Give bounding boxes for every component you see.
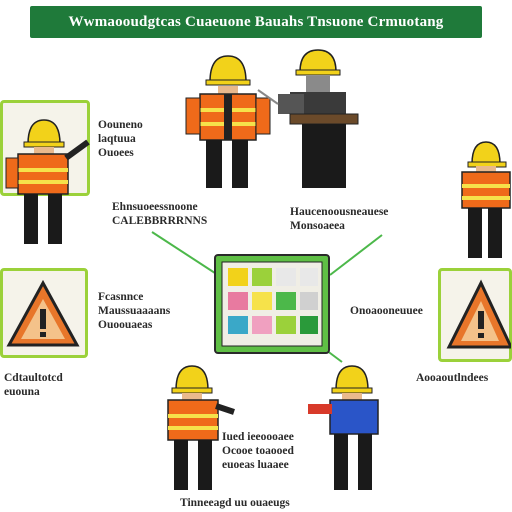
worker-right-illustration — [461, 141, 511, 258]
worker-bottom-right-illustration — [308, 365, 379, 490]
hard-hat-icon — [171, 365, 213, 394]
right-warning-panel — [438, 268, 512, 362]
hard-hat-icon — [467, 141, 507, 168]
hard-hat-icon — [205, 55, 251, 86]
label-far-right: Aooaoutlndees — [416, 372, 489, 384]
warning-triangle-icon — [446, 279, 511, 349]
page-title: Wwmaooudgtcas Cuaeuone Bauahs Tnsuone Cr… — [68, 13, 444, 30]
label-mid-right: Haucenoousneauese Monsoaeea — [290, 206, 389, 232]
podium-icon — [289, 113, 359, 188]
left-warning-panel — [0, 268, 88, 358]
worker-presenter-illustration — [185, 49, 359, 188]
label-far-left: Cdtaultotcd euouna — [4, 372, 63, 398]
hard-hat-icon — [23, 119, 65, 148]
warning-triangle-icon — [6, 279, 80, 347]
checklist-board-icon — [214, 254, 330, 354]
title-banner: Wwmaooudgtcas Cuaeuone Bauahs Tnsuone Cr… — [30, 6, 482, 38]
checklist-grid — [221, 261, 323, 347]
label-bottom-center: Iued ieeoooaee Ocooe toaooed euoeas luaa… — [222, 431, 294, 471]
label-top-left: Oouneno laqtuua Ouoees — [98, 119, 143, 159]
label-left-row: Fcasnnce Maussuaaaans Ouoouaeas — [98, 291, 171, 331]
label-right-row: Onoaooneuuee — [350, 305, 423, 317]
hard-hat-icon — [331, 365, 373, 394]
label-mid-left: Ehnsuoeessnoone CALEBBRRRNNS — [112, 201, 208, 227]
worker-bottom-left-illustration — [167, 365, 235, 490]
worker-pointing-illustration — [5, 119, 90, 244]
label-footer: Tinneeagd uu ouaeugs — [180, 497, 290, 509]
